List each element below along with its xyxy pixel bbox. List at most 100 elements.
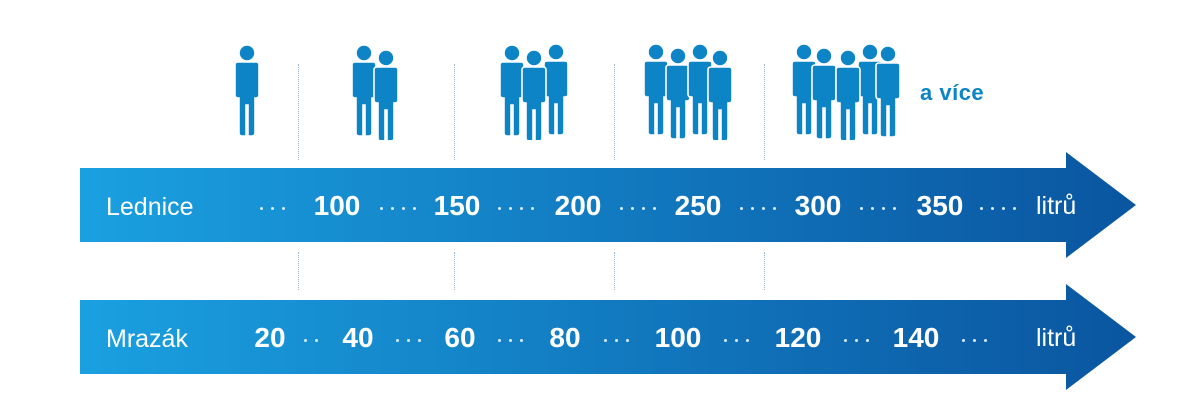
dot bbox=[498, 339, 501, 342]
people-group-2 bbox=[340, 40, 420, 140]
fridge-tick-300: 300 bbox=[794, 190, 842, 221]
people-group-3 bbox=[490, 40, 580, 140]
person-icon bbox=[707, 49, 733, 140]
separator-2 bbox=[454, 64, 455, 160]
dot bbox=[962, 339, 965, 342]
dot bbox=[271, 207, 274, 210]
dot bbox=[984, 339, 987, 342]
dots bbox=[736, 207, 784, 211]
separator-1 bbox=[298, 64, 299, 160]
person-icon bbox=[791, 43, 817, 136]
dots bbox=[720, 339, 760, 343]
dot bbox=[746, 339, 749, 342]
fridge-tick-100: 100 bbox=[313, 190, 361, 221]
dot bbox=[1002, 207, 1005, 210]
dots bbox=[494, 207, 544, 211]
fridge-label: Lednice bbox=[106, 193, 194, 221]
person-icon bbox=[499, 44, 525, 137]
dots bbox=[256, 207, 296, 211]
dot bbox=[724, 339, 727, 342]
person-icon bbox=[521, 49, 547, 140]
dots bbox=[840, 339, 880, 343]
freezer-tick-120: 120 bbox=[774, 322, 822, 353]
separator-5 bbox=[298, 252, 299, 290]
dots bbox=[856, 207, 904, 211]
fridge-unit: litrů bbox=[1036, 192, 1077, 220]
dot bbox=[413, 207, 416, 210]
dot bbox=[520, 339, 523, 342]
dot bbox=[509, 207, 512, 210]
person-icon bbox=[665, 47, 691, 140]
dot bbox=[604, 339, 607, 342]
person-icon bbox=[351, 44, 377, 137]
dots bbox=[600, 339, 640, 343]
dot bbox=[407, 339, 410, 342]
dot bbox=[871, 207, 874, 210]
dot bbox=[735, 339, 738, 342]
dot bbox=[844, 339, 847, 342]
dot bbox=[740, 207, 743, 210]
fridge-tick-350: 350 bbox=[916, 190, 964, 221]
dot bbox=[396, 339, 399, 342]
person-icon bbox=[373, 49, 399, 140]
separator-6 bbox=[454, 252, 455, 290]
dot bbox=[418, 339, 421, 342]
separator-8 bbox=[764, 252, 765, 290]
dot bbox=[620, 207, 623, 210]
dots bbox=[958, 339, 998, 343]
dot bbox=[260, 207, 263, 210]
dot bbox=[860, 207, 863, 210]
fridge-tick-200: 200 bbox=[554, 190, 602, 221]
dots bbox=[392, 339, 430, 343]
person-icon bbox=[875, 45, 901, 138]
dots bbox=[494, 339, 534, 343]
dot bbox=[1013, 207, 1016, 210]
separator-4 bbox=[764, 64, 765, 160]
dot bbox=[866, 339, 869, 342]
dot bbox=[980, 207, 983, 210]
dot bbox=[304, 339, 307, 342]
dot bbox=[315, 339, 318, 342]
freezer-tick-140: 140 bbox=[892, 322, 940, 353]
dot bbox=[653, 207, 656, 210]
freezer-label: Mrazák bbox=[106, 325, 188, 353]
dot bbox=[893, 207, 896, 210]
dot bbox=[402, 207, 405, 210]
person-icon bbox=[643, 43, 669, 136]
dot bbox=[531, 207, 534, 210]
dot bbox=[973, 339, 976, 342]
dots bbox=[300, 339, 330, 343]
dot bbox=[762, 207, 765, 210]
dot bbox=[855, 339, 858, 342]
dot bbox=[391, 207, 394, 210]
people-group-4 bbox=[636, 40, 746, 140]
dot bbox=[282, 207, 285, 210]
fridge-tick-150: 150 bbox=[433, 190, 481, 221]
dots bbox=[376, 207, 424, 211]
freezer-tick-100: 100 bbox=[654, 322, 702, 353]
dot bbox=[991, 207, 994, 210]
freezer-tick-20: 20 bbox=[254, 322, 286, 353]
separator-7 bbox=[614, 252, 615, 290]
dot bbox=[498, 207, 501, 210]
dot bbox=[520, 207, 523, 210]
person-icon bbox=[835, 49, 861, 140]
person-icon bbox=[543, 43, 569, 136]
person-icon bbox=[234, 44, 260, 137]
freezer-tick-40: 40 bbox=[342, 322, 374, 353]
and-more-label: a více bbox=[920, 80, 985, 105]
separator-3 bbox=[614, 64, 615, 160]
people-group-5 bbox=[786, 40, 916, 140]
freezer-tick-80: 80 bbox=[549, 322, 581, 353]
fridge-arrow: Lednice 100 150 200 250 300 350 litrů bbox=[80, 152, 1138, 258]
dots bbox=[976, 207, 1026, 211]
fridge-tick-250: 250 bbox=[674, 190, 722, 221]
freezer-unit: litrů bbox=[1036, 324, 1077, 352]
dot bbox=[631, 207, 634, 210]
dot bbox=[626, 339, 629, 342]
dot bbox=[642, 207, 645, 210]
dots bbox=[616, 207, 664, 211]
dot bbox=[882, 207, 885, 210]
dot bbox=[509, 339, 512, 342]
